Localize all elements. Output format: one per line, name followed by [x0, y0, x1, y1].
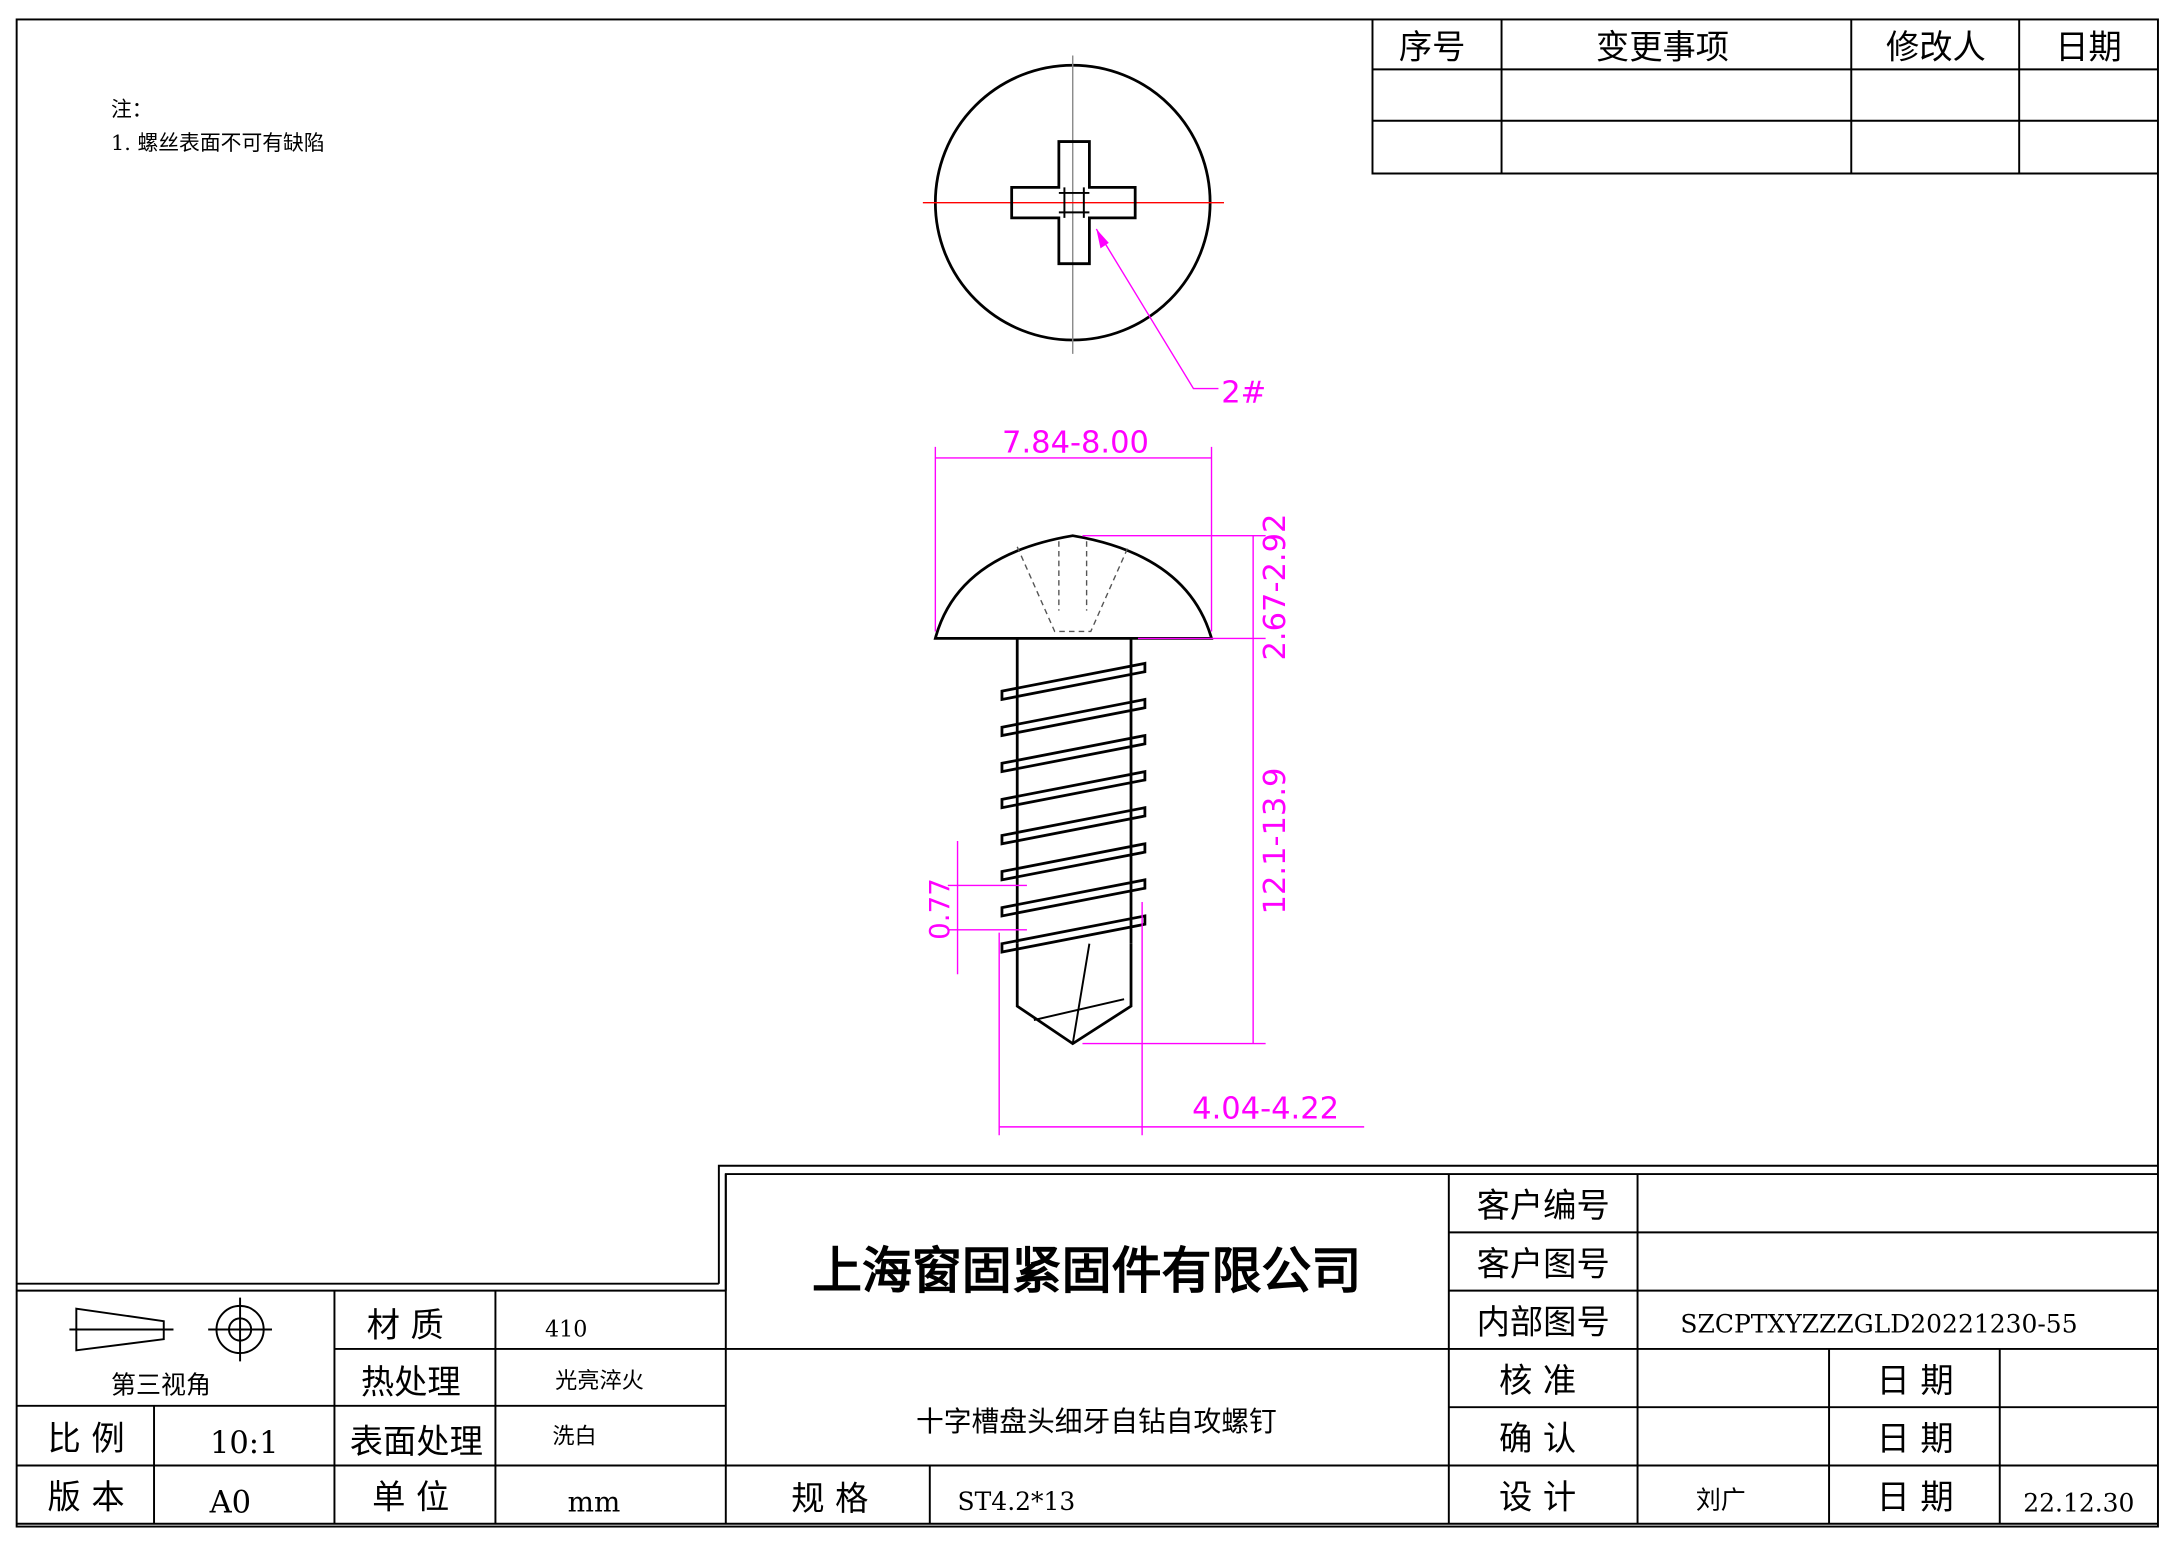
customer-no-label: 客户编号	[1477, 1186, 1610, 1225]
rev-header-modifier: 修改人	[1886, 27, 1986, 66]
recess-label: 2#	[1221, 375, 1266, 410]
internal-dwg-value: SZCPTXYZZZGLD20221230-55	[1680, 1309, 2077, 1338]
confirm-date-label: 日 期	[1877, 1419, 1954, 1458]
heat-label: 热处理	[361, 1362, 461, 1401]
internal-dwg-label: 内部图号	[1477, 1303, 1610, 1342]
dim-length: 12.1-13.9	[1258, 768, 1293, 915]
drawing-border	[15, 18, 2159, 1528]
design-date-label: 日 期	[1877, 1478, 1954, 1517]
scale-value: 10:1	[210, 1426, 279, 1461]
material-label: 材 质	[367, 1305, 444, 1344]
surface-value: 洗白	[552, 1423, 596, 1449]
heat-value: 光亮淬火	[555, 1368, 644, 1394]
note-item: 1. 螺丝表面不可有缺陷	[111, 131, 325, 155]
title-block: 第三视角 材 质 410 热处理 光亮淬火 比 例 10:1 表面处理 洗白 版…	[16, 1164, 2158, 1525]
scale-label: 比 例	[47, 1419, 124, 1458]
spec-label: 规 格	[791, 1479, 868, 1518]
third-angle-projection-icon	[69, 1297, 272, 1362]
unit-value: mm	[568, 1485, 621, 1518]
material-value: 410	[545, 1316, 587, 1342]
dim-thread-pitch: 0.77	[923, 878, 956, 940]
design-date-value: 22.12.30	[2023, 1488, 2134, 1517]
cross-recess-icon	[1010, 140, 1137, 266]
design-label: 设 计	[1499, 1478, 1576, 1517]
company-name: 上海窗固紧固件有限公司	[812, 1241, 1361, 1300]
notes-title: 注：	[111, 98, 153, 122]
confirm-label: 确 认	[1499, 1419, 1576, 1458]
approve-label: 核 准	[1499, 1361, 1576, 1400]
revision-table: 序号 变更事项 修改人 日期	[1371, 19, 2158, 175]
thread-crest	[1000, 638, 1147, 954]
dim-thread-diameter: 4.04-4.22	[1192, 1092, 1339, 1127]
top-view: 2#	[922, 55, 1266, 410]
rev-header-no: 序号	[1399, 27, 1466, 66]
designer-value: 刘广	[1696, 1486, 1746, 1515]
customer-dwg-label: 客户图号	[1477, 1244, 1610, 1283]
unit-label: 单 位	[372, 1478, 449, 1517]
side-view	[933, 534, 1214, 1046]
dim-head-height: 2.67-2.92	[1258, 514, 1293, 661]
rev-header-date: 日期	[2055, 27, 2122, 66]
surface-label: 表面处理	[350, 1422, 483, 1461]
spec-value: ST4.2*13	[958, 1487, 1076, 1516]
version-label: 版 本	[47, 1478, 124, 1517]
dimensions: 7.84-8.00 2.67-2.92 12.1-13.9 0.77 4.04-…	[923, 425, 1365, 1136]
product-name: 十字槽盘头细牙自钻自攻螺钉	[916, 1405, 1277, 1438]
rev-header-change: 变更事项	[1596, 27, 1729, 66]
projection-label: 第三视角	[111, 1370, 211, 1399]
version-value: A0	[209, 1486, 251, 1521]
approve-date-label: 日 期	[1877, 1361, 1954, 1400]
dim-head-diameter: 7.84-8.00	[1002, 425, 1149, 460]
